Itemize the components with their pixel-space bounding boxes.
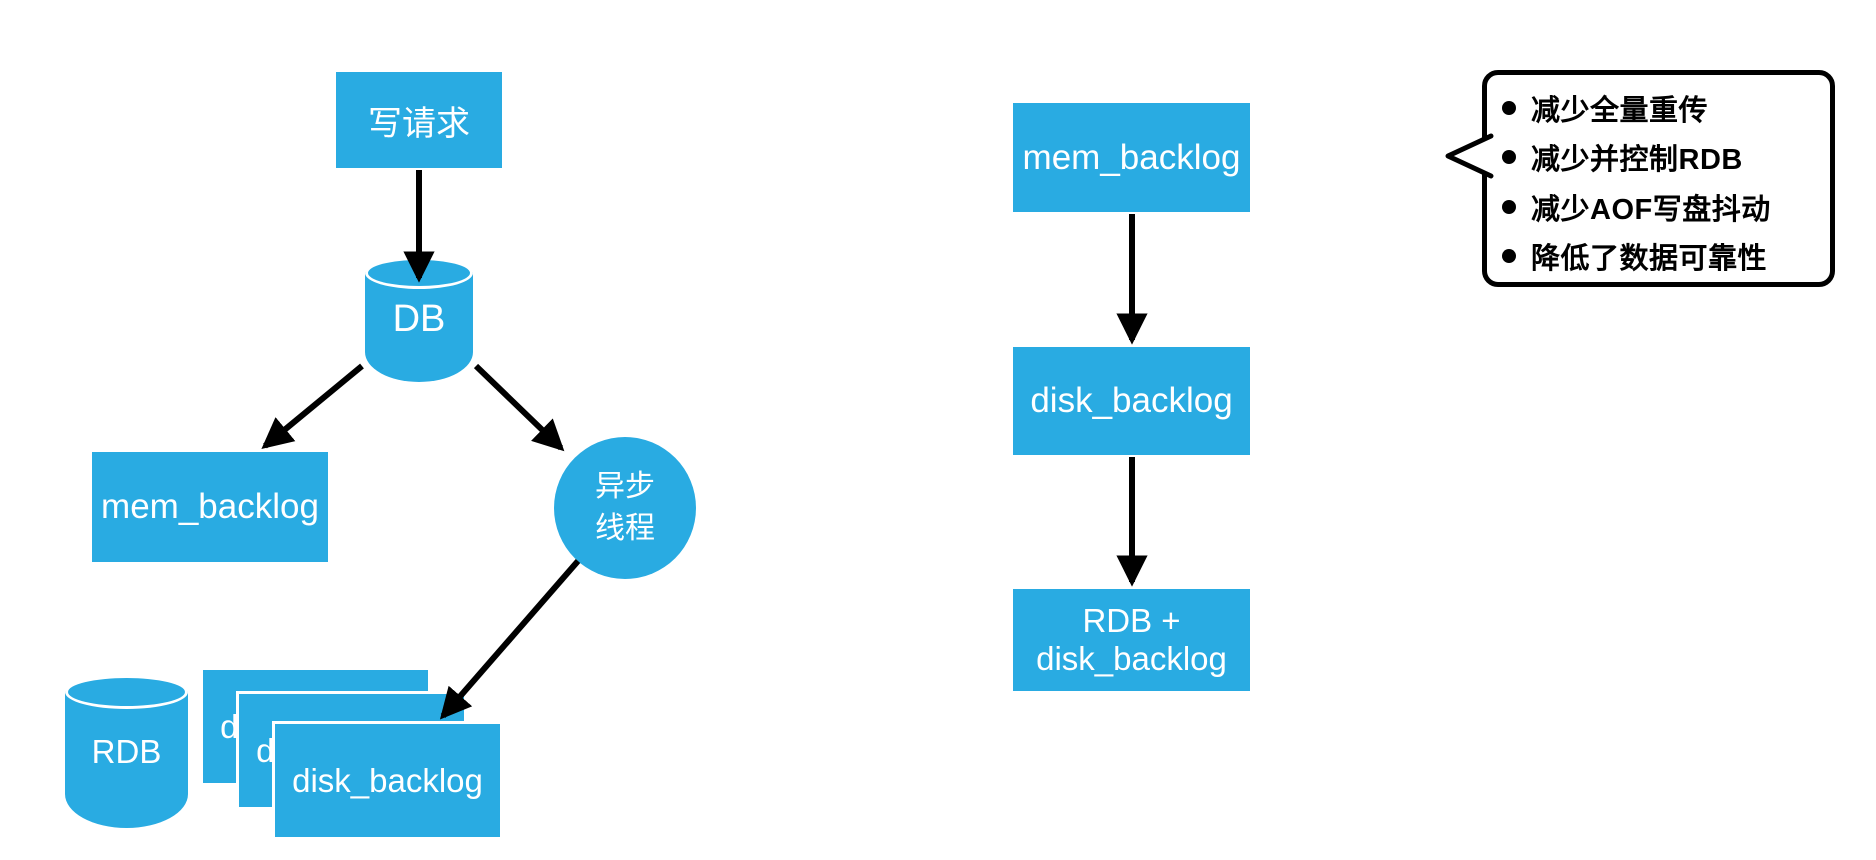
callout-bullet-text: 减少并控制RDB bbox=[1531, 144, 1743, 177]
arrow-db-to-async-thread bbox=[473, 363, 565, 452]
callout-bullet-text: 减少全量重传 bbox=[1531, 94, 1709, 127]
disk-backlog-stack-front: disk_backlog bbox=[275, 724, 500, 837]
arrow-async-thread-to-disk-backlog bbox=[439, 559, 581, 720]
write-request-node: 写请求 bbox=[336, 72, 502, 168]
rdb-cylinder-top-ellipse bbox=[65, 675, 188, 709]
bullet-dot-icon bbox=[1502, 150, 1516, 165]
callout-bullet-row: 减少AOF写盘抖动 bbox=[1497, 183, 1822, 231]
disk-backlog-label: disk_backlog bbox=[1030, 381, 1233, 420]
notes-callout: 减少全量重传 减少并控制RDB 减少AOF写盘抖动 降低了数据可靠性 bbox=[1445, 70, 1835, 287]
arrow-db-to-mem-backlog bbox=[261, 363, 364, 449]
callout-bullet-row: 减少并控制RDB bbox=[1497, 133, 1822, 181]
db-cylinder-node: DB bbox=[365, 257, 473, 382]
rdb-plus-label-line1: RDB + bbox=[1082, 602, 1181, 639]
mem-backlog-node-middle: mem_backlog bbox=[1013, 103, 1250, 212]
rdb-cylinder-body bbox=[65, 691, 188, 828]
disk-backlog-label: disk_backlog bbox=[292, 761, 483, 799]
callout-bullet-text: 降低了数据可靠性 bbox=[1531, 243, 1768, 276]
callout-bullet-text: 减少AOF写盘抖动 bbox=[1531, 193, 1771, 226]
bullet-dot-icon bbox=[1502, 100, 1516, 115]
rdb-label: RDB bbox=[91, 732, 162, 770]
async-thread-node: 异步 线程 bbox=[554, 437, 696, 579]
mem-backlog-label: mem_backlog bbox=[101, 487, 319, 526]
disk-backlog-node-middle: disk_backlog bbox=[1013, 347, 1250, 455]
callout-bullet-row: 减少全量重传 bbox=[1497, 84, 1822, 132]
db-label: DB bbox=[392, 298, 446, 340]
callout-bullet-row: 降低了数据可靠性 bbox=[1497, 232, 1822, 280]
mem-backlog-label: mem_backlog bbox=[1022, 137, 1241, 177]
write-request-label: 写请求 bbox=[368, 104, 470, 143]
db-cylinder-body bbox=[365, 272, 473, 382]
rdb-plus-label-line2: disk_backlog bbox=[1036, 640, 1227, 677]
async-thread-line2: 线程 bbox=[595, 512, 655, 545]
callout-pointer-icon bbox=[1445, 133, 1494, 179]
mem-backlog-node-left: mem_backlog bbox=[92, 452, 328, 562]
rdb-plus-disk-backlog-node: RDB + disk_backlog bbox=[1013, 589, 1250, 691]
bullet-dot-icon bbox=[1502, 199, 1516, 214]
bullet-dot-icon bbox=[1502, 249, 1516, 264]
async-thread-line1: 异步 bbox=[595, 470, 655, 503]
rdb-cylinder-node: RDB bbox=[65, 675, 188, 828]
